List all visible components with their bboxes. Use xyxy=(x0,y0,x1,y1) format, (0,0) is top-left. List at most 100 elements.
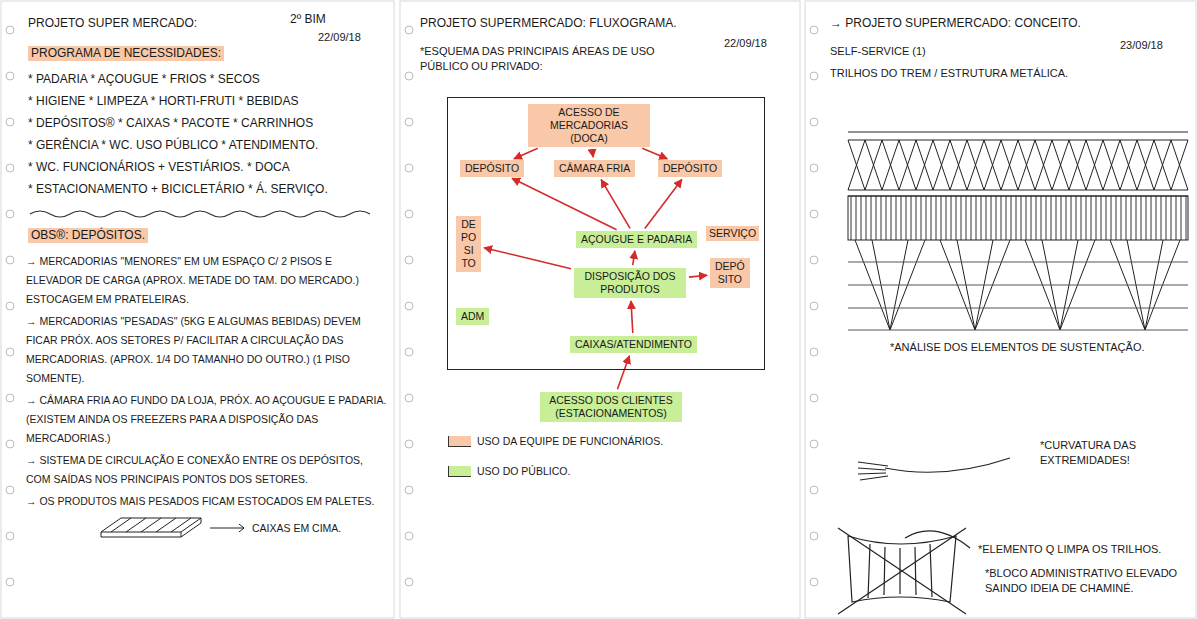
flow-box: DEPÓSITO xyxy=(460,160,524,177)
punch-hole xyxy=(405,578,413,586)
note: → CÂMARA FRIA AO FUNDO DA LOJA, PRÓX. AO… xyxy=(26,391,388,448)
legend-swatch xyxy=(448,436,471,447)
punch-hole xyxy=(810,256,818,264)
flow-box: CAIXAS/ATENDIMENTO xyxy=(570,336,697,353)
truss-sketch xyxy=(848,132,1188,330)
notebook-page xyxy=(1,1,394,618)
punch-hole xyxy=(810,440,818,448)
punch-hole xyxy=(405,440,413,448)
punch-hole xyxy=(810,302,818,310)
flow-arrow xyxy=(617,356,629,389)
punch-hole xyxy=(405,26,413,34)
flow-arrow xyxy=(633,251,635,265)
punch-hole xyxy=(405,302,413,310)
punch-hole xyxy=(6,486,14,494)
punch-hole xyxy=(810,348,818,356)
flow-arrow xyxy=(642,148,667,159)
punch-hole xyxy=(810,72,818,80)
flow-box: ADM xyxy=(456,308,489,325)
flow-arrow xyxy=(512,178,617,229)
punch-hole xyxy=(405,486,413,494)
node-text: AÇOUGUE E PADARIA xyxy=(581,233,692,246)
node-text: CÂMARA FRIA xyxy=(559,162,630,175)
note: *ESQUEMA DAS PRINCIPAIS ÁREAS DE USO PÚB… xyxy=(420,44,670,74)
node-text: DEPÓSITO xyxy=(663,162,717,175)
pallet-sketch xyxy=(96,514,206,542)
punch-hole xyxy=(6,118,14,126)
punch-hole xyxy=(405,164,413,172)
punch-hole xyxy=(6,440,14,448)
punch-hole xyxy=(810,118,818,126)
punch-hole xyxy=(6,394,14,402)
punch-hole xyxy=(810,578,818,586)
node-text: DISPOSIÇÃO DOS PRODUTOS xyxy=(579,270,681,296)
flow-arrow xyxy=(591,150,594,157)
service-area-frame: SERVIÇO ACESSO DE MERCADORIAS (DOCA) DEPÓS… xyxy=(447,97,765,370)
punch-hole xyxy=(810,532,818,540)
punch-hole xyxy=(405,394,413,402)
node-text: ACESSO DOS CLIENTES (ESTACIONAMENTOS) xyxy=(545,394,677,420)
legend-row: USO DA EQUIPE DE FUNCIONÁRIOS. xyxy=(448,434,663,448)
date: 22/09/18 xyxy=(724,36,767,51)
node-text: ACESSO DE MERCADORIAS (DOCA) xyxy=(533,106,645,145)
pallet-row: CAIXAS EM CIMA. xyxy=(96,514,388,542)
flow-arrow xyxy=(514,148,538,159)
notes-list: → MERCADORIAS "MENORES" EM UM ESPAÇO C/ … xyxy=(26,252,388,511)
legend-text: USO DO PÚBLICO. xyxy=(477,464,570,478)
program-item: * DEPÓSITOS® * CAIXAS * PACOTE * CARRINH… xyxy=(28,116,313,131)
wavy-divider xyxy=(30,211,370,217)
punch-hole xyxy=(6,164,14,172)
note: → SISTEMA DE CIRCULAÇÃO E CONEXÃO ENTRE … xyxy=(26,451,388,489)
flow-arrow xyxy=(631,301,633,333)
punch-hole xyxy=(405,72,413,80)
flow-box: ACESSO DOS CLIENTES (ESTACIONAMENTOS) xyxy=(540,392,682,422)
punch-hole xyxy=(6,72,14,80)
punch-hole xyxy=(6,256,14,264)
punch-hole xyxy=(6,348,14,356)
section-heading: PROGRAMA DE NECESSIDADES: xyxy=(28,46,224,61)
sketch-note: *CURVATURA DAS EXTREMIDADES! xyxy=(1040,438,1180,468)
punch-hole xyxy=(6,26,14,34)
punch-hole xyxy=(810,394,818,402)
leader-arrow xyxy=(206,514,252,542)
node-text: SERVIÇO xyxy=(706,226,759,241)
punch-hole xyxy=(6,578,14,586)
pallet-slot: CAIXAS EM CIMA. xyxy=(252,518,341,537)
sketch-note: *BLOCO ADMINISTRATIVO ELEVADO SAINDO IDE… xyxy=(985,566,1185,596)
page-title: → PROJETO SUPERMERCADO: CONCEITO. xyxy=(830,16,1081,31)
flow-box: DE PO SI TO xyxy=(456,216,481,272)
punch-hole xyxy=(405,210,413,218)
program-item: * HIGIENE * LIMPEZA * HORTI-FRUTI * BEBI… xyxy=(28,94,299,109)
flow-box: DISPOSIÇÃO DOS PRODUTOS xyxy=(574,268,686,298)
flow-arrow xyxy=(689,275,707,277)
note: → MERCADORIAS "PESADAS" (5KG E ALGUMAS B… xyxy=(26,312,388,388)
punch-hole xyxy=(405,118,413,126)
sketch-note: CAIXAS EM CIMA. xyxy=(252,519,341,538)
node-text: DE PO SI TO xyxy=(461,218,476,270)
date: 23/09/18 xyxy=(1120,38,1163,53)
notes-column: → MERCADORIAS "MENORES" EM UM ESPAÇO C/ … xyxy=(26,252,388,542)
flow-box: ACESSO DE MERCADORIAS (DOCA) xyxy=(528,104,650,147)
node-text: ADM xyxy=(461,310,484,323)
notebook-page xyxy=(400,1,800,618)
section-heading: OBS®: DEPÓSITOS. xyxy=(28,228,148,243)
punch-hole xyxy=(6,210,14,218)
sketch-note: *ANÁLISE DOS ELEMENTOS DE SUSTENTAÇÃO. xyxy=(890,340,1145,355)
flow-box: AÇOUGUE E PADARIA xyxy=(576,231,697,248)
program-item: * WC. FUNCIONÁRIOS + VESTIÁRIOS. * DOCA xyxy=(28,160,290,175)
flow-arrow xyxy=(645,179,682,228)
program-item: * GERÊNCIA * WC. USO PÚBLICO * ATENDIMEN… xyxy=(28,138,318,153)
flow-box: DEPÓSITO xyxy=(658,160,722,177)
page-title: PROJETO SUPER MERCADO: xyxy=(28,16,197,31)
page-title: PROJETO SUPERMERCADO: FLUXOGRAMA. xyxy=(420,16,676,31)
punch-hole xyxy=(810,164,818,172)
flow-box: DEPÓ SITO xyxy=(710,258,750,288)
punch-hole xyxy=(405,348,413,356)
note: → OS PRODUTOS MAIS PESADOS FICAM ESTOCAD… xyxy=(26,492,388,511)
punch-hole xyxy=(810,210,818,218)
notebook-page xyxy=(805,1,1196,618)
flow-box: CÂMARA FRIA xyxy=(554,160,635,177)
legend-row: USO DO PÚBLICO. xyxy=(448,464,570,478)
punch-hole xyxy=(405,532,413,540)
note: TRILHOS DO TREM / ESTRUTURA METÁLICA. xyxy=(830,66,1068,81)
